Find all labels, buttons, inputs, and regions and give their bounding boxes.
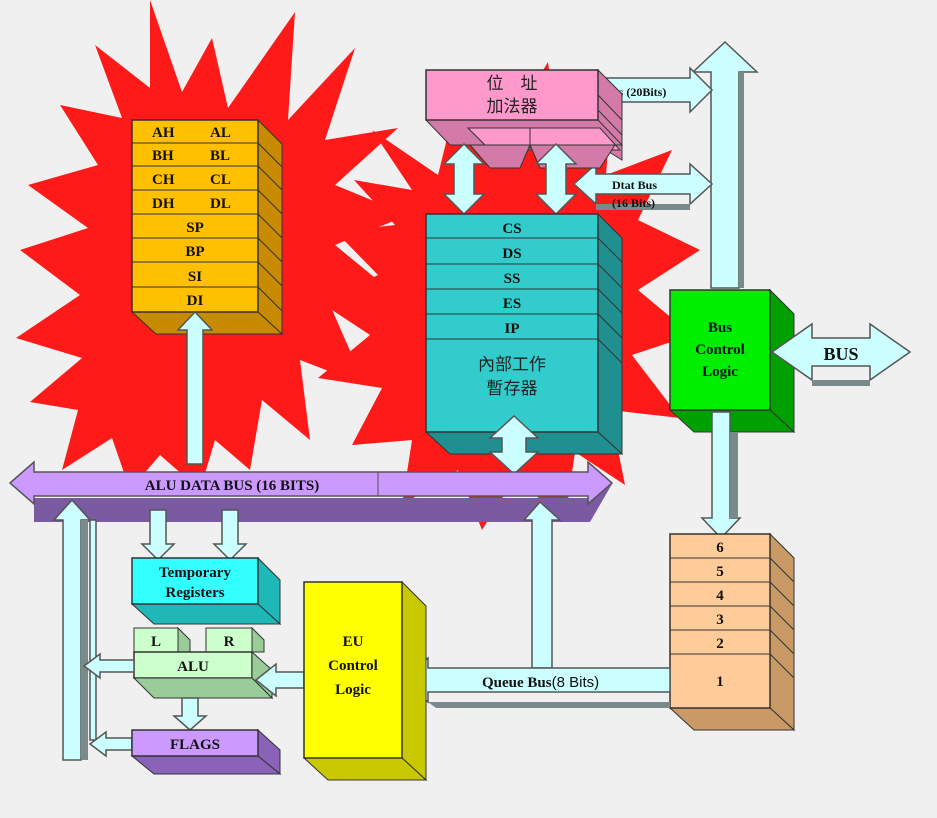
segment-register-ds: DS	[502, 246, 521, 262]
segment-register-ip: IP	[505, 321, 520, 337]
external-bus-label: BUS	[823, 344, 858, 364]
temporary-registers-line2: Registers	[165, 585, 224, 601]
queue-slot-4: 4	[716, 588, 724, 604]
temporary-registers-block	[130, 556, 282, 626]
bus-control-block	[668, 288, 796, 434]
register-dh: DH	[152, 196, 175, 212]
data-bus-arrow-shadow	[596, 204, 690, 210]
bus-control-queue-arrow-shadow	[730, 432, 738, 518]
internal-registers-line1: 內部工作	[478, 355, 546, 375]
address-adder-block	[424, 68, 624, 169]
flags-label: FLAGS	[170, 737, 220, 753]
external-bus-arrow	[770, 322, 912, 382]
data-bus-label-line1: Dtat Bus	[612, 178, 657, 192]
external-bus-arrow-shadow	[812, 380, 870, 386]
queue-slot-3: 3	[716, 612, 724, 628]
bus-to-temp-arrow-right	[212, 509, 248, 562]
queue-slot-6: 6	[716, 540, 724, 556]
bus-control-line3: Logic	[702, 364, 738, 380]
register-ch: CH	[152, 172, 175, 188]
address-adder-line1: 位 址	[487, 74, 538, 94]
eu-control-line2: Control	[328, 658, 378, 674]
register-al: AL	[210, 125, 231, 141]
address-bus-vertical-shadow	[739, 72, 744, 288]
address-bus-vertical-arrow	[691, 40, 759, 289]
segment-register-ss: SS	[504, 271, 521, 287]
queue-bus-arrow-shadow	[428, 702, 670, 708]
segment-register-cs: CS	[502, 221, 521, 237]
alu-data-bus-shadow	[34, 484, 612, 522]
temporary-registers-line1: Temporary	[159, 565, 231, 581]
flags-block	[130, 728, 282, 776]
register-ah: AH	[152, 125, 175, 141]
queue-slot-5: 5	[716, 564, 724, 580]
general-alu-bus-arrow	[176, 310, 214, 465]
register-cl: CL	[210, 172, 231, 188]
queue-alu-bus-arrow	[522, 500, 562, 669]
register-sp: SP	[186, 220, 204, 236]
address-adder-line2: 加法器	[487, 97, 538, 117]
register-bh: BH	[152, 148, 174, 164]
eu-control-block	[302, 580, 428, 782]
bus-control-line2: Control	[695, 342, 745, 358]
bus-control-queue-arrow	[700, 411, 742, 540]
register-bl: BL	[210, 148, 230, 164]
alu-output-arrow	[82, 652, 135, 680]
alu-label: ALU	[177, 659, 209, 675]
internal-registers-line2: 暫存器	[487, 379, 538, 399]
register-si: SI	[188, 269, 202, 285]
general-registers-block	[130, 118, 284, 336]
queue-bus-label: Queue Bus(8 Bits)	[482, 674, 599, 691]
register-di: DI	[187, 293, 204, 309]
left-bus-vertical-outer-shadow	[81, 520, 88, 760]
bus-control-line1: Bus	[708, 320, 732, 336]
alu-right-input: R	[224, 634, 235, 650]
alu-left-input: L	[151, 634, 161, 650]
segment-registers-block	[424, 212, 624, 456]
alu-data-bus-arrow	[8, 460, 614, 506]
data-bus-label-line2: (16 Bits)	[612, 196, 655, 210]
eu-control-line1: EU	[343, 634, 364, 650]
segment-register-es: ES	[503, 296, 521, 312]
eu-control-line3: Logic	[335, 682, 371, 698]
alu-data-bus-label: ALU DATA BUS (16 BITS)	[145, 478, 319, 494]
queue-bus-arrow	[400, 656, 671, 704]
bus-to-temp-arrow-left	[140, 509, 176, 562]
left-bus-vertical-inner	[89, 519, 97, 741]
queue-slot-2: 2	[716, 636, 724, 652]
alu-to-flags-arrow	[172, 697, 208, 731]
queue-slot-1: 1	[716, 674, 724, 690]
data-bus-arrow	[572, 162, 714, 206]
instruction-queue-block	[668, 532, 796, 732]
register-bp: BP	[185, 244, 204, 260]
alu-block	[132, 626, 274, 700]
register-dl: DL	[210, 196, 231, 212]
